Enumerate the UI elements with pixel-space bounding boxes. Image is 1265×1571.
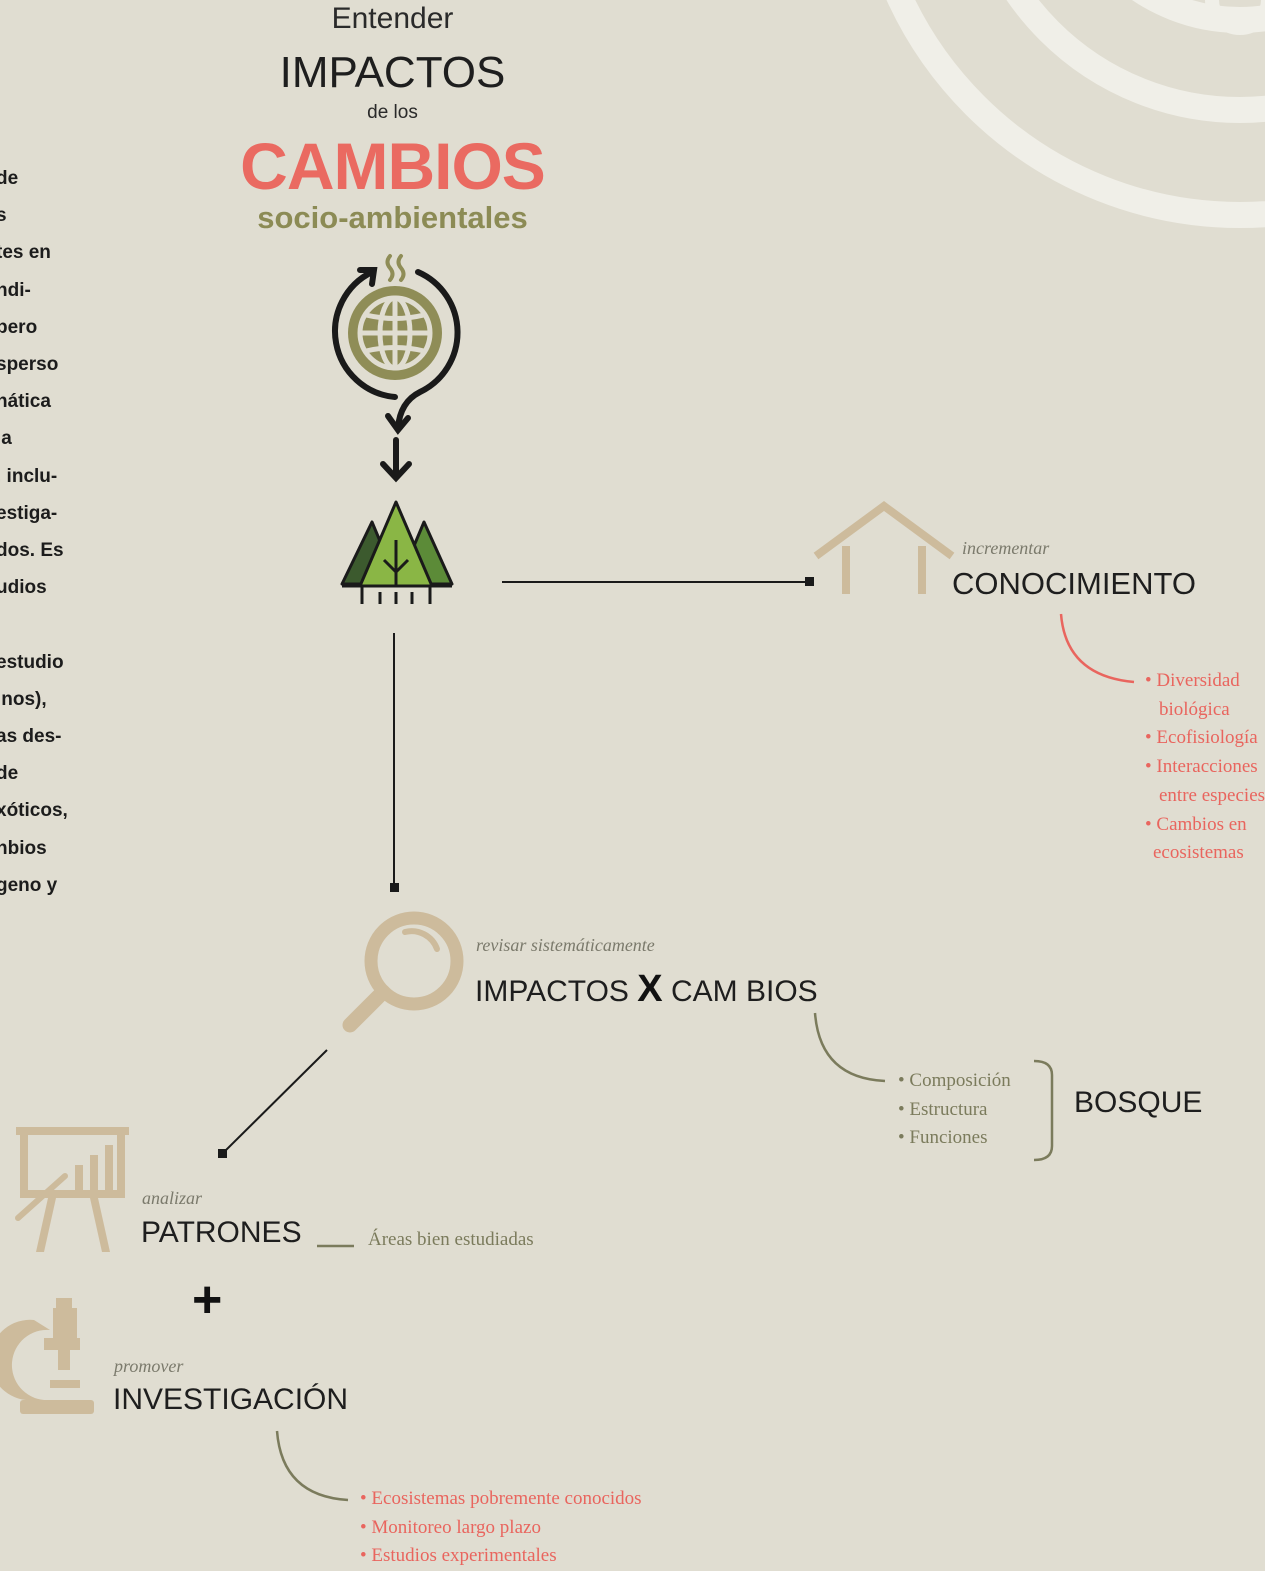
conocimiento-heading: CONOCIMIENTO: [952, 566, 1196, 601]
intro-line: tes en: [0, 242, 51, 264]
intro-line: [0, 606, 86, 643]
intro-line: estudio: [0, 651, 64, 673]
connector-lines: [218, 577, 814, 1158]
title-de-los: de los: [367, 102, 418, 123]
patrones-heading: PATRONES: [141, 1216, 302, 1249]
revisar-heading-impactos: IMPACTOS: [475, 975, 629, 1008]
revisar-curve: [813, 1012, 886, 1083]
intro-line: pero: [0, 316, 38, 338]
plus-sign: +: [192, 1271, 223, 1329]
magnifier-icon: [342, 911, 464, 1033]
investigacion-verb: promover: [114, 1356, 184, 1376]
bosque-label: BOSQUE: [1074, 1086, 1203, 1119]
microscope-icon: [0, 1298, 94, 1414]
list-item: biológica: [1159, 698, 1230, 720]
investigacion-list: • Ecosistemas pobremente conocidos • Mon…: [360, 1485, 642, 1571]
concentric-arcs-decoration: [886, 0, 1265, 228]
list-item: • Cambios en: [1145, 813, 1247, 835]
arrow-down-icon: [380, 437, 412, 483]
intro-line: as des-: [0, 726, 62, 748]
patrones-verb: analizar: [142, 1188, 203, 1208]
list-item: • Monitoreo largo plazo: [360, 1516, 541, 1538]
list-item: • Composición: [898, 1070, 1011, 1091]
title-socio-ambientales: socio-ambientales: [257, 200, 528, 235]
bosque-bracket: [1033, 1059, 1054, 1162]
list-item: • Diversidad: [1145, 670, 1240, 691]
investigacion-curve: [275, 1430, 349, 1502]
list-item: • Funciones: [898, 1127, 988, 1149]
list-item: entre especies: [1159, 784, 1265, 806]
list-item: • Estructura: [898, 1098, 988, 1120]
forest-icon: [340, 500, 454, 604]
intro-paragraph-fragment: de s tes en ndi-pero sperso nática la , inclu-e…: [0, 160, 86, 904]
patrones-note: Áreas bien estudiadas: [368, 1229, 534, 1250]
investigacion-heading: INVESTIGACIÓN: [113, 1383, 349, 1416]
intro-line: dos. Es: [0, 540, 64, 562]
intro-line: inos),: [0, 688, 47, 710]
title-impactos: IMPACTOS: [279, 48, 506, 97]
globe-cycle-icon: [332, 254, 461, 435]
intro-line: geno y: [0, 874, 58, 896]
intro-line: sperso: [0, 354, 59, 376]
intro-line: , inclu-: [0, 465, 58, 487]
list-item: • Interacciones: [1145, 756, 1258, 778]
intro-line: la: [0, 428, 12, 450]
revisar-list: • Composición • Estructura • Funciones: [898, 1067, 1011, 1153]
intro-line: nática: [0, 391, 51, 413]
conocimiento-list: • Diversidad biológica • Ecofisiología •…: [1145, 667, 1265, 868]
house-icon: [813, 501, 955, 594]
intro-line: estiga-: [0, 502, 58, 524]
intro-line: udios: [0, 577, 47, 599]
list-item: • Estudios experimentales: [360, 1545, 557, 1567]
revisar-heading-cambios: CAM BIOS: [670, 975, 818, 1008]
title-entender: Entender: [331, 2, 454, 35]
intro-line: de: [0, 168, 19, 189]
intro-line: nbios: [0, 837, 47, 859]
intro-line: xóticos,: [0, 800, 68, 822]
revisar-heading: IMPACTOS X CAM BIOS: [475, 968, 818, 1011]
title-cambios: CAMBIOS: [240, 129, 546, 203]
intro-line: ndi-: [0, 279, 31, 301]
conocimiento-curve: [1059, 613, 1135, 684]
intro-line: de: [0, 763, 19, 785]
conocimiento-verb: incrementar: [962, 538, 1050, 558]
presentation-chart-icon: [15, 1127, 129, 1252]
x-mark: X: [637, 968, 663, 1010]
list-item: • Ecofisiología: [1145, 727, 1258, 749]
list-item: ecosistemas: [1153, 842, 1244, 864]
revisar-verb: revisar sistemáticamente: [476, 935, 655, 955]
intro-line: s: [0, 205, 7, 227]
list-item: • Ecosistemas pobremente conocidos: [360, 1488, 642, 1509]
